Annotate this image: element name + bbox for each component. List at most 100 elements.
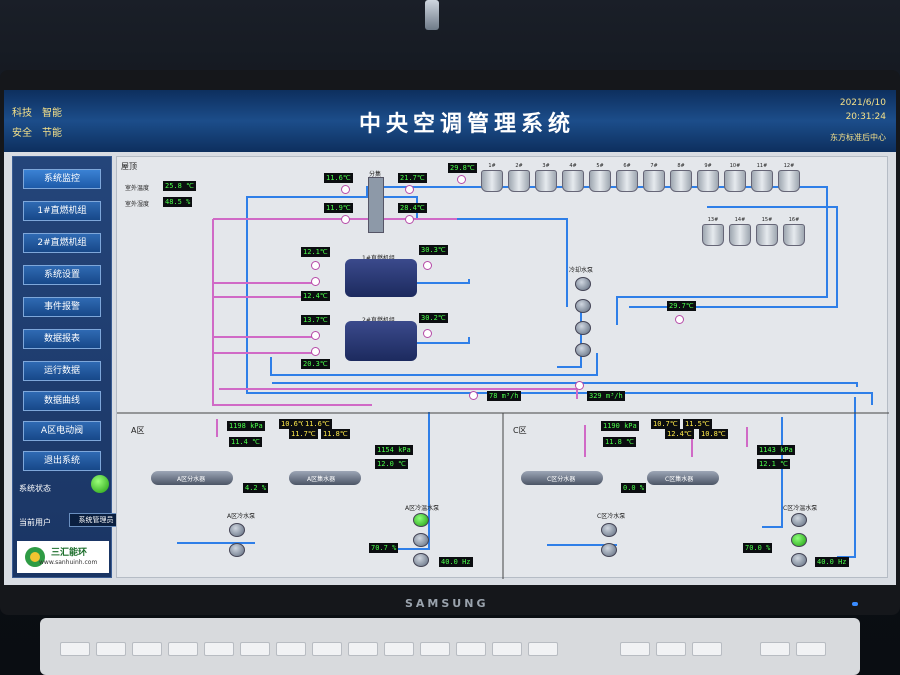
pump-icon[interactable] — [791, 513, 807, 527]
sidebar-item-chiller-1[interactable]: 1#直燃机组 — [23, 201, 101, 221]
cooling-tower-icon[interactable]: 5# — [589, 163, 611, 193]
tower-label: 12# — [783, 163, 795, 169]
current-user-label: 当前用户 — [19, 518, 51, 527]
sidebar-item-chiller-2[interactable]: 2#直燃机组 — [23, 233, 101, 253]
cooling-tower-icon[interactable]: 10# — [724, 163, 746, 193]
pump-icon[interactable] — [413, 533, 429, 547]
tower-label: 4# — [569, 163, 577, 169]
cooling-tower-icon[interactable]: 14# — [729, 217, 751, 247]
sidebar-item-run-data[interactable]: 运行数据 — [23, 361, 101, 381]
outdoor-hum-value: 48.5 % — [163, 197, 193, 207]
tower-label: 15# — [761, 217, 773, 223]
zone-c-temp-2: 12.1 ℃ — [757, 459, 790, 469]
sidebar-item-zone-a-valve[interactable]: A区电动阀 — [23, 421, 101, 441]
pump-icon[interactable] — [791, 533, 807, 547]
pump-icon[interactable] — [413, 513, 429, 527]
tower-supply-temp: 29.8℃ — [448, 163, 477, 173]
cooling-tower-icon[interactable]: 2# — [508, 163, 530, 193]
tower-label: 1# — [488, 163, 496, 169]
chiller-2-unit[interactable] — [345, 321, 417, 361]
tower-label: 9# — [704, 163, 712, 169]
chiller-2-temp-in: 13.7℃ — [301, 315, 330, 325]
tower-label: 6# — [623, 163, 631, 169]
sensor-node — [457, 175, 466, 184]
zone-c-frequency: 40.0 Hz — [815, 557, 849, 567]
tower-label: 16# — [788, 217, 800, 223]
sensor-node — [423, 261, 432, 270]
tower-label: 10# — [729, 163, 741, 169]
cooling-tower-icon[interactable]: 16# — [783, 217, 805, 247]
outdoor-temp-value: 25.8 ℃ — [163, 181, 196, 191]
company-logo: 三汇能环 www.sanhuinh.com — [17, 541, 109, 573]
cooling-tower-icon[interactable]: 8# — [670, 163, 692, 193]
outdoor-hum-label: 室外湿度 — [125, 201, 150, 208]
sidebar-item-system-monitor[interactable]: 系统监控 — [23, 169, 101, 189]
zone-a-small-val: 10.6℃ — [279, 419, 308, 429]
sensor-node — [405, 185, 414, 194]
keyboard — [40, 618, 860, 675]
pump-icon[interactable] — [229, 543, 245, 557]
zone-c-small-val: 10.7℃ — [651, 419, 680, 429]
tower-label: 7# — [650, 163, 658, 169]
pump-icon[interactable] — [601, 523, 617, 537]
pump-icon[interactable] — [575, 277, 591, 291]
cooling-tower-icon[interactable]: 11# — [751, 163, 773, 193]
splitter-label: 分集 — [369, 171, 382, 178]
system-status-label: 系统状态 — [19, 484, 51, 493]
sensor-node — [311, 347, 320, 356]
sidebar-item-alarms[interactable]: 事件报警 — [23, 297, 101, 317]
temp-supply-2: 11.9℃ — [324, 203, 353, 213]
slogan: 节能 — [42, 128, 62, 139]
ceiling-light — [425, 0, 439, 30]
sidebar-item-settings[interactable]: 系统设置 — [23, 265, 101, 285]
cooling-tower-icon[interactable]: 12# — [778, 163, 800, 193]
slogan: 智能 — [42, 108, 62, 119]
page-title: 中央空调管理系统 — [359, 111, 576, 137]
pump-icon[interactable] — [229, 523, 245, 537]
screen: 科技智能 安全节能 中央空调管理系统 2021/6/10 20:31:24 东方… — [4, 90, 896, 585]
slogan: 安全 — [12, 128, 32, 139]
pump-icon[interactable] — [601, 543, 617, 557]
cooling-tower-icon[interactable]: 4# — [562, 163, 584, 193]
cooling-tower-icon[interactable]: 9# — [697, 163, 719, 193]
zone-c-small-val: 11.5℃ — [683, 419, 712, 429]
section-label-roof: 屋顶 — [121, 162, 137, 171]
zone-a-hot-pump-label: A区冷温水泵 — [405, 505, 440, 512]
pump-icon[interactable] — [575, 321, 591, 335]
slogan: 科技 — [12, 108, 32, 119]
cooling-pump-label: 冷却水泵 — [569, 267, 594, 274]
company-name: 东方标准后中心 — [830, 133, 886, 142]
zone-a-percent: 70.7 % — [369, 543, 399, 553]
header-slogans: 科技智能 安全节能 — [12, 104, 72, 144]
chiller-2-temp-out: 30.2℃ — [419, 313, 448, 323]
cooling-tower-icon[interactable]: 13# — [702, 217, 724, 247]
zone-c-dist-label: C区分水器 — [547, 476, 576, 483]
cooling-tower-icon[interactable]: 7# — [643, 163, 665, 193]
zone-c-collector — [647, 471, 719, 485]
power-led — [852, 602, 858, 606]
chiller-1-temp-3: 12.4℃ — [301, 291, 330, 301]
pump-icon[interactable] — [413, 553, 429, 567]
time-text: 20:31:24 — [845, 112, 886, 122]
cooling-tower-icon[interactable]: 6# — [616, 163, 638, 193]
monitor-brand: SAMSUNG — [405, 597, 489, 610]
sidebar-item-exit[interactable]: 退出系统 — [23, 451, 101, 471]
zone-a-pressure-2: 1154 kPa — [375, 445, 413, 455]
logo-icon — [25, 547, 45, 567]
pump-icon[interactable] — [791, 553, 807, 567]
splitter-manifold — [368, 177, 384, 233]
cooling-tower-icon[interactable]: 3# — [535, 163, 557, 193]
sidebar-item-curves[interactable]: 数据曲线 — [23, 391, 101, 411]
chiller-1-unit[interactable] — [345, 259, 417, 297]
zone-c-small-val: 12.4℃ — [665, 429, 694, 439]
zone-c-pressure-2: 1143 kPa — [757, 445, 795, 455]
zone-a-temp-2: 12.0 ℃ — [375, 459, 408, 469]
pump-icon[interactable] — [575, 343, 591, 357]
zone-a-label: A区 — [131, 426, 145, 435]
cooling-tower-icon[interactable]: 1# — [481, 163, 503, 193]
zone-a-pressure-1: 1198 kPa — [227, 421, 265, 431]
pump-icon[interactable] — [575, 299, 591, 313]
zone-c-distributor — [521, 471, 603, 485]
cooling-tower-icon[interactable]: 15# — [756, 217, 778, 247]
sidebar-item-reports[interactable]: 数据报表 — [23, 329, 101, 349]
